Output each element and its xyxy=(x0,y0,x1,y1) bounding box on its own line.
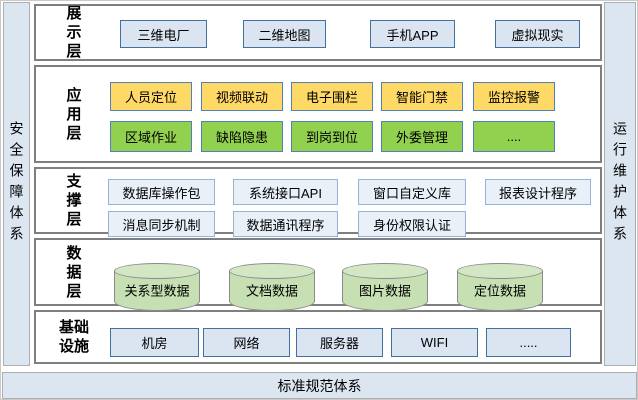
cylinder-top-ellipse xyxy=(114,263,200,279)
cylinder-label: 定位数据 xyxy=(473,283,526,299)
standards-bar-label: 标准规范体系 xyxy=(277,377,362,394)
diagram-node: 到岗到位 xyxy=(291,121,373,152)
diagram-node: WIFI xyxy=(391,328,478,357)
operation-maintenance-sidebar: 运行维护体系 xyxy=(604,2,636,366)
diagram-node: .... xyxy=(473,121,555,152)
database-cylinder: 关系型数据 xyxy=(114,263,200,311)
diagram-node: 窗口自定义库 xyxy=(358,179,466,205)
diagram-node: 数据库操作包 xyxy=(108,179,215,205)
security-assurance-label: 安全保障体系 xyxy=(8,121,25,247)
layer-support-label: 支 撑 层 xyxy=(66,173,82,228)
layer-support: 支 撑 层 数据库操作包 系统接口API 窗口自定义库 报表设计程序 消息同步机… xyxy=(34,167,602,237)
diagram-node: 网络 xyxy=(203,328,290,357)
diagram-node: 缺陷隐患 xyxy=(201,121,283,152)
standards-bar: 标准规范体系 xyxy=(2,372,637,399)
diagram-node: 外委管理 xyxy=(381,121,463,152)
diagram-node: 三维电厂 xyxy=(120,20,207,48)
database-cylinder: 文档数据 xyxy=(229,263,315,311)
cylinder-top-ellipse xyxy=(342,263,428,279)
diagram-node: 区域作业 xyxy=(110,121,192,152)
diagram-node: 手机APP xyxy=(370,20,455,48)
diagram-node: 虚拟现实 xyxy=(495,20,580,48)
diagram-node: 系统接口API xyxy=(233,179,338,205)
layer-presentation: 展 示 层 三维电厂 二维地图 手机APP 虚拟现实 xyxy=(34,4,602,61)
layer-infrastructure: 基础 设施 机房 网络 服务器 WIFI ..... xyxy=(34,310,602,364)
cylinder-label: 关系型数据 xyxy=(124,283,190,299)
cylinder-top-ellipse xyxy=(457,263,543,279)
database-cylinder: 定位数据 xyxy=(457,263,543,311)
diagram-node: 报表设计程序 xyxy=(485,179,591,205)
layer-data: 数 据 层 关系型数据 文档数据 图片数据 定位数据 xyxy=(34,238,602,311)
database-cylinder: 图片数据 xyxy=(342,263,428,311)
diagram-node: 消息同步机制 xyxy=(108,211,215,237)
layer-application: 应 用 层 人员定位 视频联动 电子围栏 智能门禁 监控报警 区域作业 缺陷隐患… xyxy=(34,65,602,163)
diagram-node: ..... xyxy=(486,328,571,357)
diagram-node: 服务器 xyxy=(296,328,383,357)
cylinder-label: 文档数据 xyxy=(245,283,298,299)
diagram-node: 电子围栏 xyxy=(291,82,373,111)
layer-infrastructure-label: 基础 设施 xyxy=(58,319,89,355)
diagram-node: 智能门禁 xyxy=(381,82,463,111)
diagram-node: 二维地图 xyxy=(243,20,326,48)
diagram-node: 数据通讯程序 xyxy=(233,211,338,237)
layer-data-label: 数 据 层 xyxy=(66,244,82,300)
operation-maintenance-label: 运行维护体系 xyxy=(612,121,628,247)
cylinder-label: 图片数据 xyxy=(358,283,411,299)
layer-presentation-label: 展 示 层 xyxy=(66,5,82,60)
diagram-node: 身份权限认证 xyxy=(358,211,466,237)
layer-application-label: 应 用 层 xyxy=(66,86,82,142)
cylinder-top-ellipse xyxy=(229,263,315,279)
diagram-node: 视频联动 xyxy=(201,82,283,111)
diagram-node: 监控报警 xyxy=(473,82,555,111)
security-assurance-sidebar: 安全保障体系 xyxy=(3,2,30,366)
diagram-node: 机房 xyxy=(110,328,199,357)
diagram-node: 人员定位 xyxy=(110,82,192,111)
